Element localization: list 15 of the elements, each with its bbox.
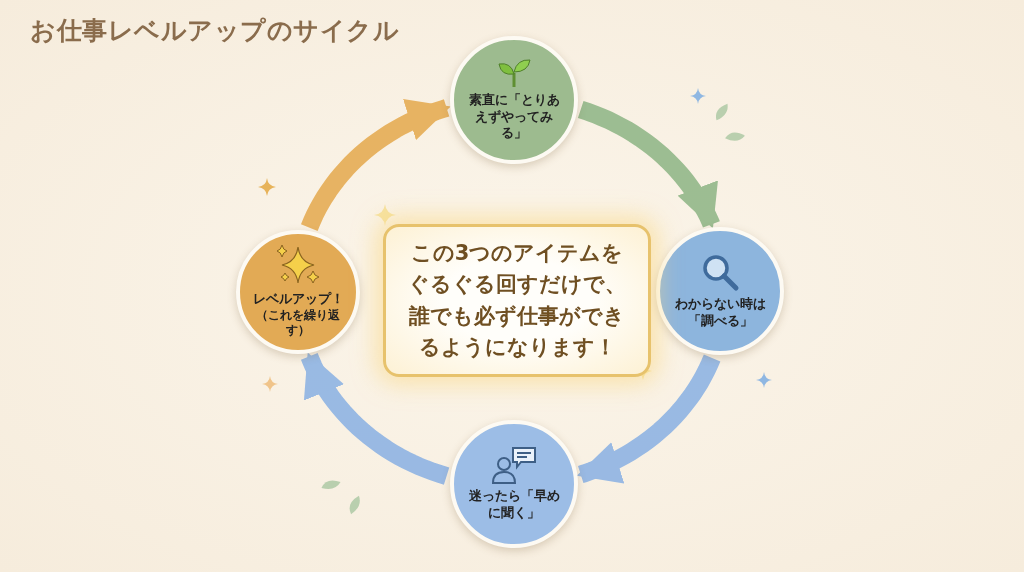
step-label: レベルアップ！ bbox=[252, 290, 344, 308]
cycle-arrow bbox=[575, 354, 721, 484]
step-circle bbox=[450, 420, 578, 548]
step-circle bbox=[450, 36, 578, 164]
step-label: （これを繰り返す） bbox=[255, 307, 341, 340]
message-panel bbox=[383, 224, 651, 377]
step-circle bbox=[236, 230, 360, 354]
cycle-arrow bbox=[300, 98, 453, 232]
title: お仕事レベルアップのサイクル bbox=[30, 15, 399, 47]
cycle-arrow bbox=[300, 350, 450, 485]
step-circle bbox=[656, 227, 784, 355]
step-label: 素直に「とりあえずやってみる」 bbox=[467, 91, 561, 143]
message-text: この3つのアイテムをぐるぐる回すだけで、誰でも必ず仕事ができるようになります！ bbox=[407, 239, 627, 361]
step-label: わからない時は「調べる」 bbox=[673, 296, 767, 330]
step-label: 迷ったら「早めに聞く」 bbox=[467, 488, 561, 522]
